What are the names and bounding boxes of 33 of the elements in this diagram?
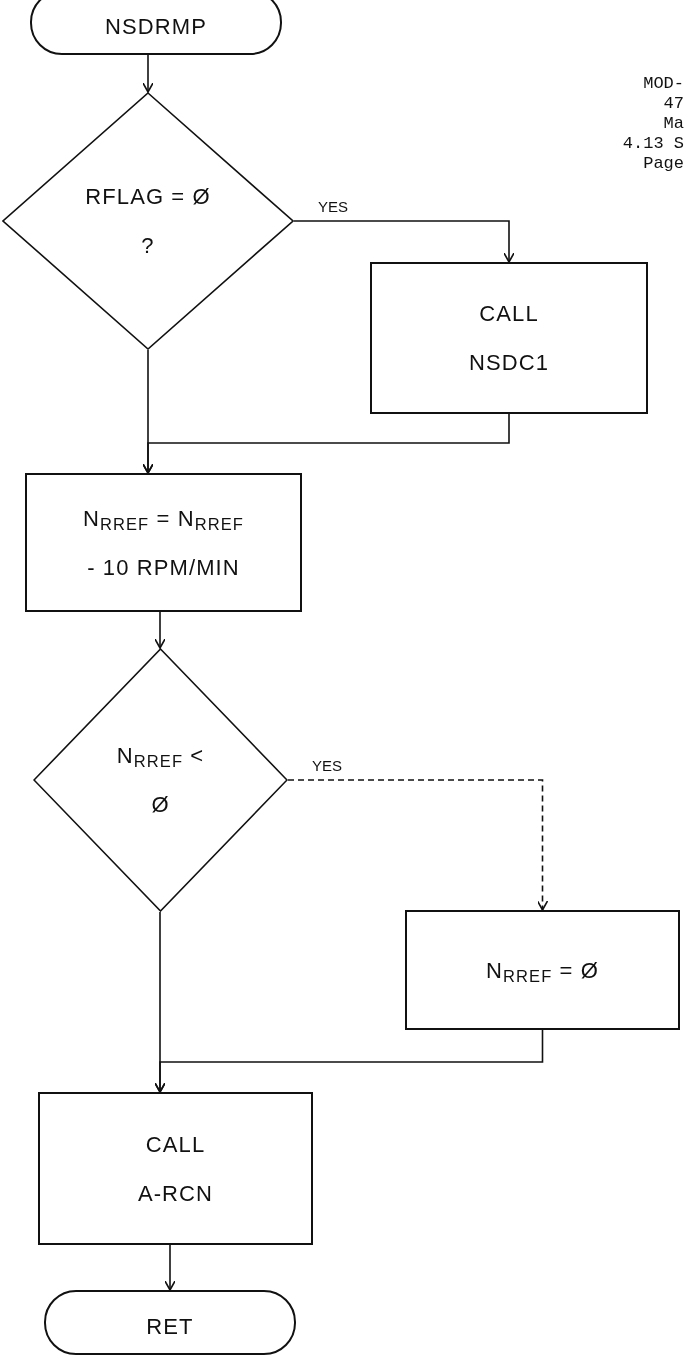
arrow (142, 54, 154, 93)
decision-diamond (2, 92, 294, 350)
node-text: Ø (151, 791, 170, 819)
node-text: N$_{RREF}$ = N$_{RREF}$ (83, 504, 244, 535)
process-box (38, 1092, 313, 1245)
arrow (154, 911, 166, 1093)
arrow (287, 779, 549, 911)
terminal-box (44, 1290, 296, 1355)
header-text: Ma (663, 114, 684, 134)
arrow (164, 1244, 176, 1291)
process-box (25, 473, 302, 612)
node-text: ? (141, 232, 155, 260)
header-text: 4.13 S (622, 134, 684, 154)
arrow (154, 611, 166, 649)
node-text: NSDC1 (468, 349, 550, 377)
arrow (142, 349, 154, 474)
header-text: 47 (663, 94, 684, 114)
node-text: CALL (145, 1130, 206, 1159)
terminal-box (30, 0, 282, 55)
node-text: N$_{RREF}$ = Ø (486, 956, 599, 987)
header-text: Page (643, 154, 684, 174)
header-text: MOD- (643, 74, 684, 94)
node-text: RET (146, 1313, 194, 1341)
node-text: N$_{RREF}$ < (116, 742, 205, 772)
process-box (405, 910, 680, 1030)
node-text: - 10 RPM/MIN (87, 553, 240, 582)
node-text: RFLAG = Ø (85, 183, 211, 211)
process-box (370, 262, 648, 414)
node-text: NSDRMP (105, 13, 207, 41)
node-text: A-RCN (137, 1179, 214, 1208)
node-text: CALL (479, 300, 539, 328)
arrow (293, 220, 515, 263)
decision-diamond (33, 648, 288, 912)
